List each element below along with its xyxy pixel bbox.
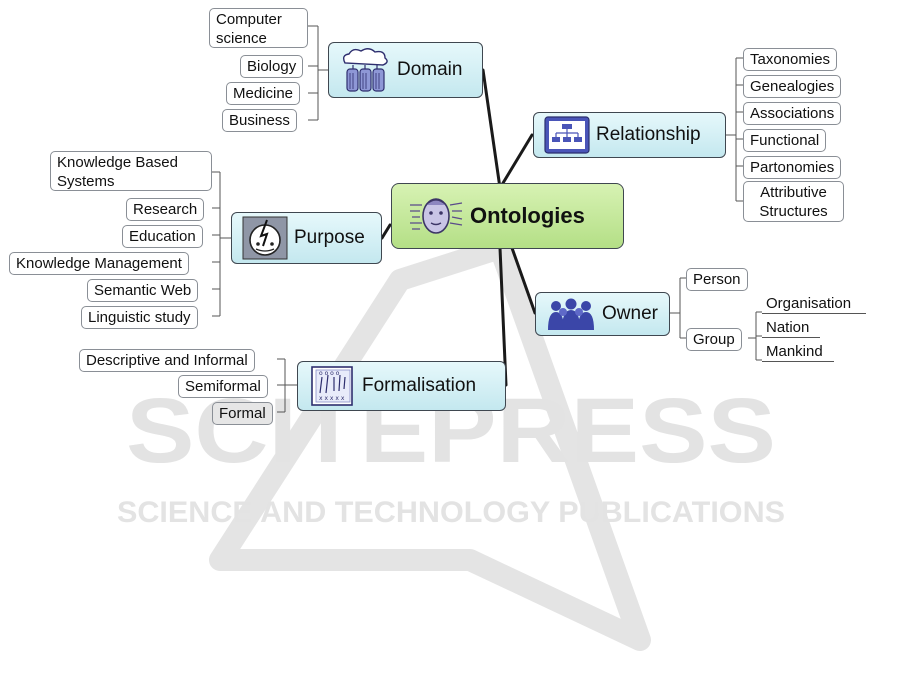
branch-owner-label: Owner — [602, 303, 658, 324]
svg-text:x x x x x: x x x x x — [319, 395, 345, 402]
link-formalisation-leaves — [277, 358, 297, 413]
head-network-icon — [408, 191, 464, 241]
link-center-domain — [481, 68, 502, 190]
link-center-formalisation — [498, 246, 508, 387]
branch-domain[interactable]: Domain — [328, 42, 483, 98]
link-group-leaves — [748, 311, 762, 361]
people-group-icon — [546, 296, 596, 332]
center-node-ontologies[interactable]: Ontologies — [391, 183, 624, 249]
link-center-relationship — [498, 133, 534, 190]
branch-owner[interactable]: Owner — [535, 292, 670, 336]
link-center-purpose — [380, 223, 392, 240]
leaf-descriptive-and-informal[interactable]: Descriptive and Informal — [79, 349, 255, 372]
svg-text:o o o o: o o o o — [319, 370, 340, 377]
branch-domain-label: Domain — [397, 59, 463, 80]
watermark-subtitle: SCIENCE AND TECHNOLOGY PUBLICATIONS — [117, 496, 785, 529]
leaf-business[interactable]: Business — [222, 109, 297, 132]
hierarchy-chart-icon — [544, 116, 590, 154]
leaf-education[interactable]: Education — [122, 225, 203, 248]
link-relationship-leaves — [726, 57, 743, 202]
branch-formalisation[interactable]: o o o o x x x x x Formalisation — [297, 361, 506, 411]
branch-formalisation-label: Formalisation — [362, 375, 477, 396]
leaf-semiformal[interactable]: Semiformal — [178, 375, 268, 398]
link-center-owner — [510, 246, 537, 315]
leaf-nation[interactable]: Nation — [762, 318, 820, 338]
watermark-arrow-outline — [209, 237, 651, 651]
leaf-knowledge-management[interactable]: Knowledge Management — [9, 252, 189, 275]
leaf-linguistic-study[interactable]: Linguistic study — [81, 306, 198, 329]
leaf-medicine[interactable]: Medicine — [226, 82, 301, 105]
face-lightning-icon — [242, 216, 288, 260]
leaf-associations[interactable]: Associations — [743, 102, 842, 125]
branch-purpose[interactable]: Purpose — [231, 212, 382, 264]
branch-purpose-label: Purpose — [294, 227, 365, 248]
leaf-attributive-structures[interactable]: Attributive Structures — [743, 181, 844, 222]
branch-relationship[interactable]: Relationship — [533, 112, 726, 158]
leaf-computer-science[interactable]: Computer science — [209, 8, 308, 48]
branch-relationship-label: Relationship — [596, 124, 701, 145]
link-purpose-leaves — [212, 171, 231, 317]
center-label: Ontologies — [470, 203, 585, 228]
formula-sheet-icon: o o o o x x x x x — [308, 365, 356, 407]
leaf-person[interactable]: Person — [686, 268, 748, 291]
leaf-semantic-web[interactable]: Semantic Web — [87, 279, 199, 302]
leaf-taxonomies[interactable]: Taxonomies — [743, 48, 838, 71]
leaf-organisation[interactable]: Organisation — [762, 294, 866, 314]
leaf-partonomies[interactable]: Partonomies — [743, 156, 842, 179]
leaf-knowledge-based-systems[interactable]: Knowledge Based Systems — [50, 151, 212, 191]
leaf-formal[interactable]: Formal — [212, 402, 273, 425]
leaf-research[interactable]: Research — [126, 198, 205, 221]
leaf-genealogies[interactable]: Genealogies — [743, 75, 842, 98]
leaf-group[interactable]: Group — [686, 328, 742, 351]
link-owner-leaves — [670, 277, 686, 339]
leaf-mankind[interactable]: Mankind — [762, 342, 834, 362]
leaf-functional[interactable]: Functional — [743, 129, 827, 152]
link-domain-leaves — [308, 25, 328, 121]
leaf-biology[interactable]: Biology — [240, 55, 304, 78]
cloud-database-icon — [339, 47, 391, 93]
